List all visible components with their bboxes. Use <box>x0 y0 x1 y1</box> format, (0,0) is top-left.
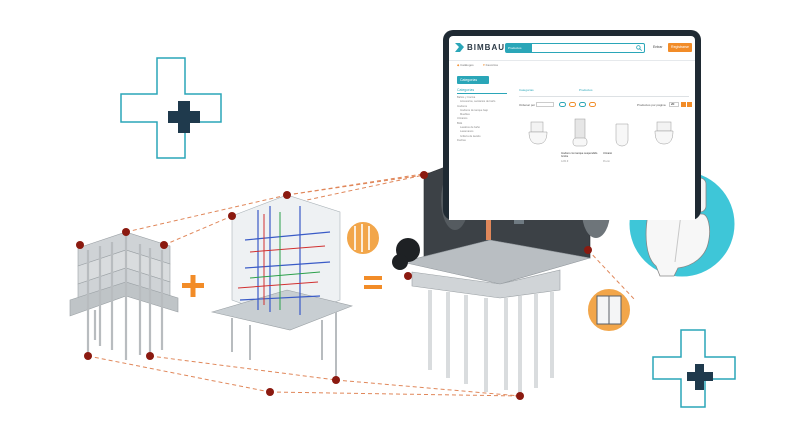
sidebar-item[interactable]: Grifería de lavabo <box>460 134 481 138</box>
result-tabs: Categorías Productos <box>519 88 689 97</box>
sidebar-item[interactable]: Inodoros de tanque bajo <box>460 108 488 112</box>
catalog-icon: ◆ <box>457 63 461 67</box>
mep-systems-model <box>210 194 353 378</box>
plus-cross-icon-large <box>120 57 222 159</box>
sort-select[interactable] <box>536 102 554 107</box>
subnav-catalogs-label: Catálogos <box>460 63 474 67</box>
header-bar: BIMBAU Productos Entrar Registrarse <box>449 36 695 61</box>
per-page-label: Productos por página <box>637 103 666 107</box>
filter-chip[interactable] <box>579 102 586 107</box>
logo-mark-icon <box>455 43 464 52</box>
product-card[interactable] <box>519 116 557 196</box>
sub-navigation: ◆ Catálogos ♥ Favoritos <box>449 62 695 70</box>
sidebar-item[interactable]: Lavamanos <box>460 130 474 134</box>
sidebar-item[interactable]: Urinarios <box>457 117 468 121</box>
urinal-product-icon <box>615 123 629 147</box>
product-card[interactable] <box>645 116 683 196</box>
tab-categories[interactable]: Categorías <box>519 88 534 92</box>
search-bar: Productos <box>505 43 645 53</box>
subnav-catalogs[interactable]: ◆ Catálogos <box>457 63 474 67</box>
product-name: Urinario <box>603 152 613 155</box>
filter-label: Ordenar por <box>519 103 536 107</box>
sidebar-item[interactable]: Duchas <box>457 138 466 142</box>
toilet-product-icon <box>654 121 674 145</box>
next-page-button[interactable] <box>687 102 692 107</box>
connector-nodes <box>76 171 592 400</box>
door-detail-bubble <box>586 287 632 333</box>
subnav-favorites-label: Favoritos <box>485 63 498 67</box>
per-page-value: 20 <box>671 102 675 106</box>
pipes-detail-bubble <box>345 220 381 256</box>
subnav-favorites[interactable]: ♥ Favoritos <box>483 63 498 67</box>
search-category-select[interactable]: Productos <box>506 44 532 52</box>
categories-button[interactable]: Categorías <box>457 76 489 84</box>
filter-chip[interactable] <box>559 102 566 107</box>
sidebar-item[interactable]: Lavabos de baño <box>460 126 480 130</box>
sidebar-item[interactable]: Muebles <box>460 113 470 117</box>
filter-chip[interactable] <box>569 102 576 107</box>
per-page-select[interactable]: 20 <box>669 102 679 107</box>
sidebar-heading: Categorías <box>457 88 507 94</box>
login-link[interactable]: Entrar <box>653 45 663 49</box>
plus-operator <box>182 275 204 297</box>
equals-operator <box>364 276 382 289</box>
product-card[interactable]: Inodoro con tanque suspendido Grohe 1234… <box>561 116 599 196</box>
sidebar-item[interactable]: Inodoros <box>457 104 468 108</box>
sidebar-item[interactable]: Baños y Cocina <box>457 96 476 99</box>
product-name: Inodoro con tanque suspendido Grohe <box>561 152 598 159</box>
structural-frame-building <box>69 231 179 360</box>
filter-toolbar: Ordenar por Productos por página 20 <box>519 102 692 110</box>
sidebar-item[interactable]: Bidé <box>457 121 463 125</box>
plus-cross-icon-small <box>652 329 736 408</box>
brand-logo[interactable]: BIMBAU <box>455 43 505 52</box>
filter-chip[interactable] <box>589 102 596 107</box>
monitor-frame: BIMBAU Productos Entrar Registrarse ◆ Ca… <box>443 30 701 220</box>
prev-page-button[interactable] <box>681 102 686 107</box>
wall-toilet-product-icon <box>572 118 588 147</box>
category-sidebar: Categorías Baños y Cocina Accesorios, sa… <box>457 88 512 143</box>
search-input[interactable] <box>533 44 631 52</box>
register-button[interactable]: Registrarse <box>668 43 692 52</box>
web-catalog-screen: BIMBAU Productos Entrar Registrarse ◆ Ca… <box>449 36 695 220</box>
product-meta: 1234 € <box>561 160 569 163</box>
product-card[interactable]: Urinario Precio <box>603 116 641 196</box>
sidebar-item[interactable]: Accesorios, sanitarios de baño <box>460 100 496 104</box>
product-meta: Precio <box>603 160 610 163</box>
search-icon[interactable] <box>636 45 642 51</box>
heart-icon: ♥ <box>483 63 486 67</box>
tab-products[interactable]: Productos <box>579 88 593 92</box>
toilet-product-icon <box>528 121 548 145</box>
logo-text: BIMBAU <box>467 43 505 52</box>
